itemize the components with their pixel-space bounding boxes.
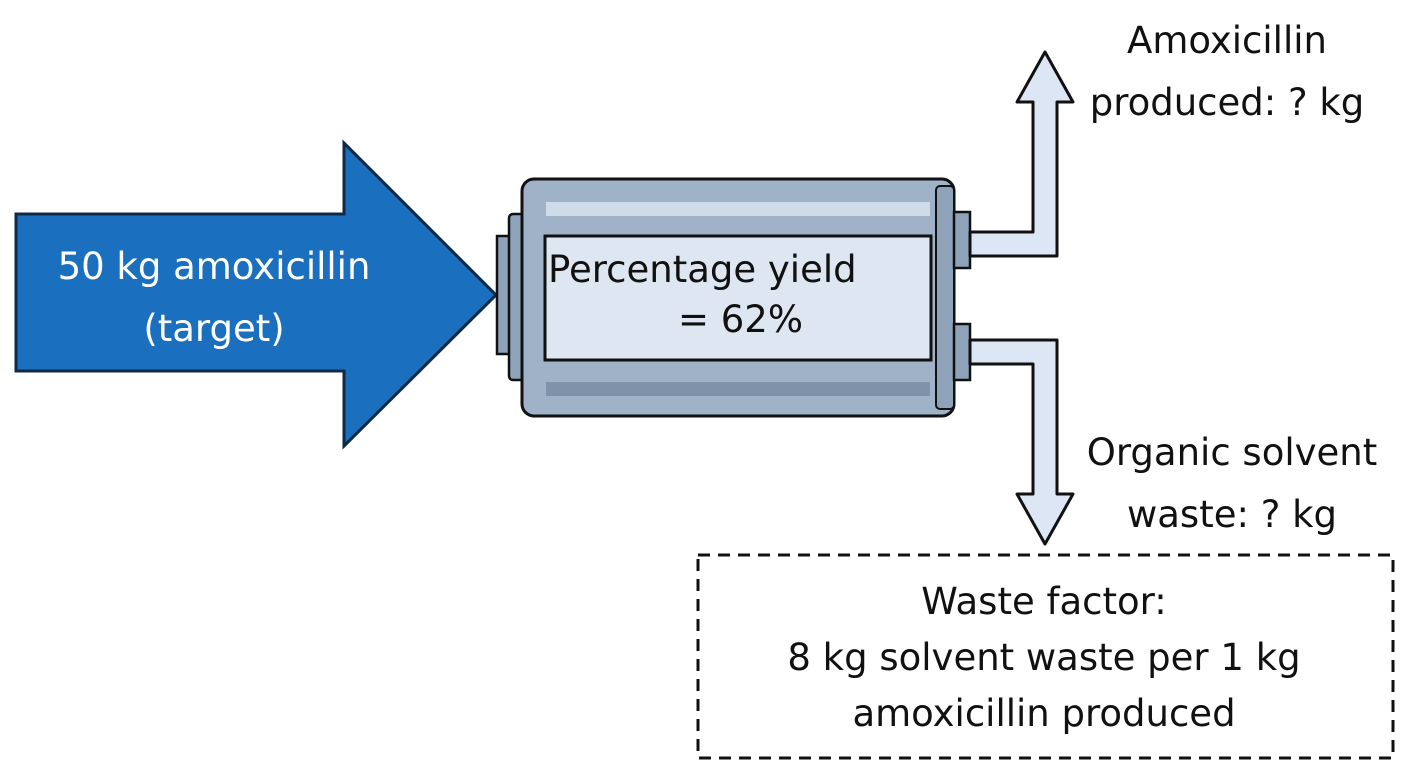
reactor-label-panel <box>543 234 933 362</box>
waste-factor-line1: Waste factor: <box>921 580 1167 623</box>
waste-output-arrow <box>968 338 1075 546</box>
product-output-label: Amoxicillin produced: ? kg <box>1062 10 1392 134</box>
reactor-label-line1: Percentage yield <box>548 248 857 291</box>
input-label-line2: (target) <box>143 307 285 350</box>
reactor-label-line2: = 62% <box>678 298 804 341</box>
product-output-line2: produced: ? kg <box>1089 81 1365 124</box>
reactor-label: Percentage yield = 62% <box>548 245 932 345</box>
reactor-highlight-top <box>546 202 930 216</box>
waste-output-line1: Organic solvent <box>1086 431 1378 474</box>
waste-output-line2: waste: ? kg <box>1126 493 1338 536</box>
waste-output-label: Organic solvent waste: ? kg <box>1062 422 1402 546</box>
reactor-shade-bottom <box>546 382 930 396</box>
product-output-arrow <box>968 50 1075 258</box>
input-label: 50 kg amoxicillin (target) <box>24 236 404 360</box>
product-nozzle <box>952 210 972 270</box>
input-arrow <box>14 139 499 450</box>
waste-factor-line2: 8 kg solvent waste per 1 kg <box>787 636 1301 679</box>
waste-factor-label: Waste factor: 8 kg solvent waste per 1 k… <box>698 574 1390 742</box>
input-label-line1: 50 kg amoxicillin <box>57 245 371 288</box>
reactor-right-cap <box>935 185 955 410</box>
waste-factor-box <box>696 553 1395 760</box>
waste-factor-line3: amoxicillin produced <box>852 692 1236 735</box>
product-output-line1: Amoxicillin <box>1127 19 1327 62</box>
waste-nozzle <box>952 322 972 382</box>
